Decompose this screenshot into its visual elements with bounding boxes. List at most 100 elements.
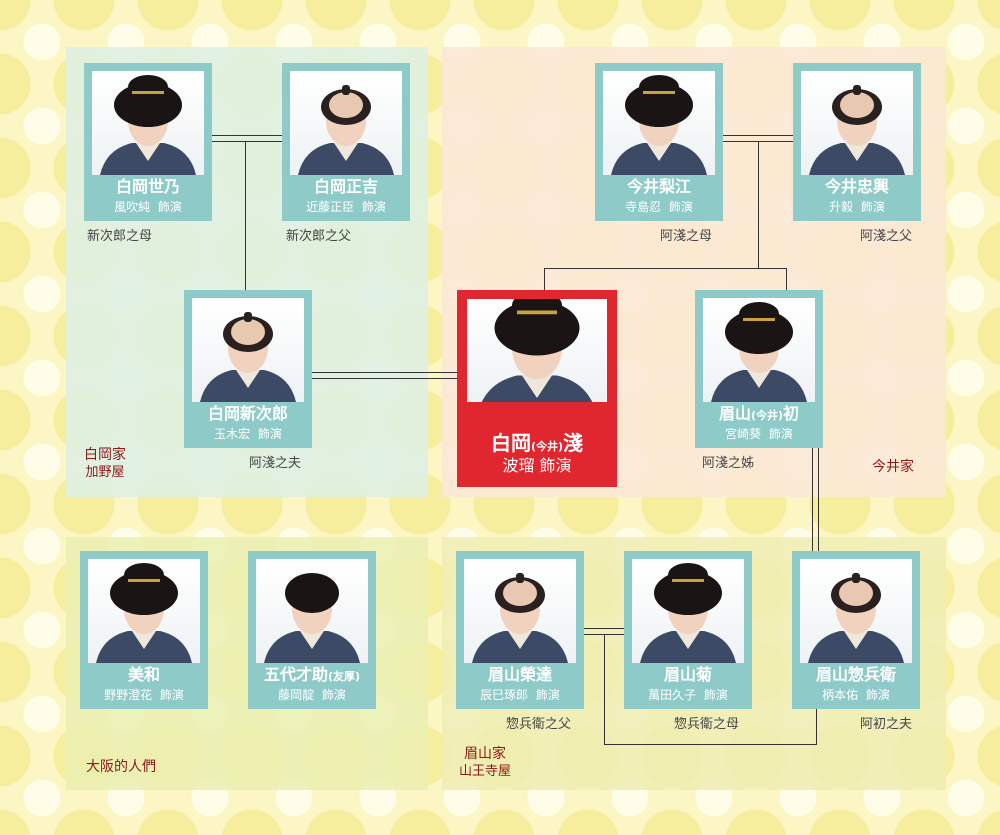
child-line — [786, 268, 787, 290]
family-shop: 山王寺屋 — [459, 764, 512, 779]
family-label-mayuyama: 眉山家山王寺屋 — [459, 745, 511, 781]
portrait-silhouette — [611, 75, 707, 175]
family-label-imai: 今井家 — [872, 458, 914, 476]
marriage-line — [584, 628, 624, 629]
name-surname: 眉山 — [718, 404, 751, 423]
actor-suffix: 飾演 — [668, 200, 693, 214]
marriage-line — [812, 448, 813, 551]
actor-name: 波瑠 — [502, 456, 535, 475]
actor-suffix: 飾演 — [157, 200, 182, 214]
family-label-osaka: 大阪的人們 — [86, 758, 156, 776]
family-shop: 加野屋 — [85, 465, 125, 480]
marriage-line — [312, 378, 457, 379]
name: 五代才助 — [263, 665, 328, 684]
portrait — [800, 559, 912, 663]
family-name: 大阪的人們 — [86, 759, 156, 775]
portrait — [192, 298, 304, 402]
portrait-silhouette — [481, 299, 593, 402]
portrait-silhouette — [96, 563, 192, 663]
child-line — [816, 709, 817, 745]
portrait — [603, 71, 715, 175]
actor-name: 玉木宏 — [214, 427, 251, 441]
sibling-line — [544, 268, 787, 269]
family-name: 白岡家 — [84, 447, 126, 463]
portrait-silhouette — [100, 75, 196, 175]
marriage-line — [818, 448, 819, 551]
portrait-silhouette — [472, 573, 568, 663]
family-name: 今井家 — [872, 459, 914, 475]
marriage-line — [312, 372, 457, 373]
actor-name: 近藤正臣 — [306, 200, 355, 214]
actor-suffix: 飾演 — [539, 456, 572, 475]
character-card-hatsu[interactable]: 眉山(今井)初 宮崎葵 飾演 — [695, 290, 823, 448]
relation-label: 新次郎之父 — [286, 229, 352, 244]
actor-name: 風吹純 — [114, 200, 151, 214]
portrait — [92, 71, 204, 175]
relation-label: 阿初之夫 — [860, 717, 913, 732]
portrait — [290, 71, 402, 175]
actor-name: 辰巳琢郎 — [480, 688, 529, 702]
relation-label: 阿淺之夫 — [249, 456, 302, 471]
character-card-eitatsu[interactable]: 眉山榮達 辰巳琢郎 飾演 — [456, 551, 584, 709]
portrait-silhouette — [711, 302, 807, 402]
portrait — [467, 299, 607, 402]
actor-suffix: 飾演 — [768, 427, 793, 441]
actor-name: 野野澄花 — [104, 688, 153, 702]
actor-suffix: 飾演 — [361, 200, 386, 214]
actor-name: 柄本佑 — [822, 688, 859, 702]
portrait-silhouette — [808, 573, 904, 663]
actor-suffix: 飾演 — [257, 427, 282, 441]
character-card-rie[interactable]: 今井梨江 寺島忍 飾演 — [595, 63, 723, 221]
character-card-sobei[interactable]: 眉山惣兵衛 柄本佑 飾演 — [792, 551, 920, 709]
actor-name: 升毅 — [829, 200, 854, 214]
name-given: 淺 — [563, 431, 584, 455]
relation-label: 惣兵衛之母 — [674, 717, 740, 732]
name-surname: 白岡 — [490, 431, 531, 455]
character-card-godai[interactable]: 五代才助(友厚) 藤岡靛 飾演 — [248, 551, 376, 709]
child-line — [604, 634, 605, 744]
portrait — [801, 71, 913, 175]
character-card-masakichi[interactable]: 白岡正吉 近藤正臣 飾演 — [282, 63, 410, 221]
actor-name: 萬田久子 — [648, 688, 697, 702]
relation-label: 阿淺之父 — [860, 229, 913, 244]
name-maiden: (今井) — [750, 409, 784, 422]
portrait — [256, 559, 368, 663]
actor-name: 藤岡靛 — [278, 688, 315, 702]
portrait-silhouette — [640, 563, 736, 663]
child-line — [245, 141, 246, 290]
character-card-shinjiro[interactable]: 白岡新次郎 玉木宏 飾演 — [184, 290, 312, 448]
actor-suffix: 飾演 — [159, 688, 184, 702]
actor-name: 寺島忍 — [625, 200, 662, 214]
family-label-shiraoka: 白岡家加野屋 — [84, 446, 126, 482]
name-maiden: (今井) — [530, 440, 564, 453]
character-card-yono[interactable]: 白岡世乃 風吹純 飾演 — [84, 63, 212, 221]
relation-label: 阿淺之母 — [660, 229, 713, 244]
actor-name: 宮崎葵 — [725, 427, 762, 441]
portrait — [464, 559, 576, 663]
portrait-silhouette — [200, 312, 296, 402]
relation-label: 新次郎之母 — [87, 229, 153, 244]
relation-label: 阿淺之姊 — [702, 456, 755, 471]
character-card-kiku[interactable]: 眉山菊 萬田久子 飾演 — [624, 551, 752, 709]
relation-label: 惣兵衛之父 — [506, 717, 572, 732]
actor-suffix: 飾演 — [703, 688, 728, 702]
portrait — [703, 298, 815, 402]
character-card-asa-main[interactable]: 白岡(今井)淺 波瑠 飾演 — [457, 290, 617, 487]
character-card-tadaoki[interactable]: 今井忠興 升毅 飾演 — [793, 63, 921, 221]
portrait-silhouette — [298, 85, 394, 175]
actor-suffix: 飾演 — [321, 688, 346, 702]
marriage-line — [212, 135, 282, 136]
child-line — [758, 141, 759, 268]
portrait — [632, 559, 744, 663]
marriage-line — [723, 135, 793, 136]
name-alias: (友厚) — [327, 670, 361, 683]
portrait-silhouette — [809, 85, 905, 175]
actor-suffix: 飾演 — [860, 200, 885, 214]
child-line — [544, 268, 545, 290]
name-given: 初 — [783, 404, 800, 423]
actor-suffix: 飾演 — [865, 688, 890, 702]
character-card-miwa[interactable]: 美和 野野澄花 飾演 — [80, 551, 208, 709]
marriage-line — [212, 141, 282, 142]
portrait — [88, 559, 200, 663]
portrait-silhouette — [264, 573, 360, 663]
